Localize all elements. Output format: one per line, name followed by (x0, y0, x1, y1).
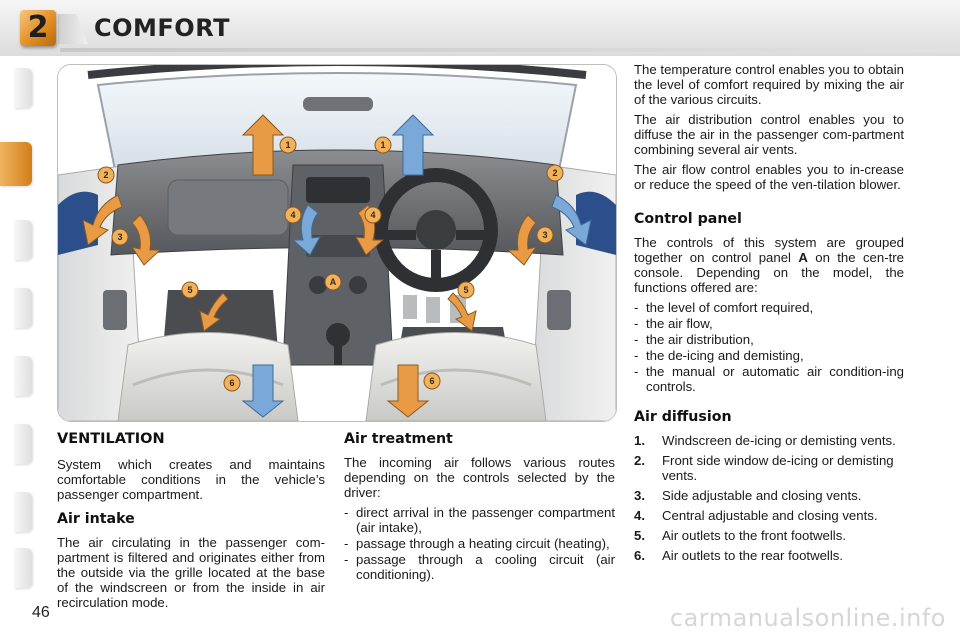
item-number: 5. (634, 528, 645, 543)
chapter-title: COMFORT (94, 14, 230, 42)
marker-2-left-label: 2 (103, 170, 108, 180)
item-text: Air outlets to the front footwells. (662, 528, 846, 543)
chapter-tab-8[interactable] (14, 548, 32, 588)
rear-view-mirror (303, 97, 373, 111)
control-panel-text-after: on the cen-tre console. Depending on the… (634, 250, 904, 295)
marker-5-right (457, 281, 475, 299)
marker-2-right-label: 2 (552, 168, 557, 178)
marker-a-label: A (330, 277, 337, 287)
air-flow-text: The air flow control enables you to in-c… (634, 162, 904, 192)
control-panel-functions-list: the level of comfort required, the air f… (634, 300, 904, 394)
list-item: the de-icing and demisting, (634, 348, 904, 363)
header-rule (60, 48, 960, 52)
chapter-tab-2-active[interactable] (0, 142, 32, 186)
marker-6-left (223, 374, 241, 392)
marker-3-left (111, 228, 129, 246)
air-diffusion-list: 1. Windscreen de-icing or demisting vents… (634, 433, 904, 563)
list-item: passage through a cooling circuit (air c… (344, 552, 615, 582)
chapter-badge: 2 (20, 10, 56, 46)
item-number: 4. (634, 508, 645, 523)
control-panel-text-before: The controls of this system are grouped … (634, 235, 904, 265)
marker-4-right-label: 4 (370, 210, 375, 220)
watermark: carmanualsonline.info (669, 604, 946, 632)
chapter-tab-1[interactable] (14, 68, 32, 108)
marker-1-right-label: 1 (380, 140, 385, 150)
airflow-arrows (82, 114, 592, 418)
item-text: Air outlets to the rear footwells. (662, 548, 844, 563)
list-item: 1. Windscreen de-icing or demisting vents… (634, 433, 904, 448)
marker-1-right (374, 136, 392, 154)
page-number: 46 (32, 604, 50, 621)
title-wedge (58, 14, 88, 44)
air-intake-title: Air intake (57, 511, 135, 527)
list-item: passage through a heating circuit (heati… (344, 536, 615, 551)
item-number: 6. (634, 548, 645, 563)
air-treatment-column: Air treatment The incoming air follows v… (344, 432, 615, 583)
air-treatment-intro: The incoming air follows various routes … (344, 455, 615, 500)
ventilation-intro: System which creates and maintains comfo… (57, 457, 325, 502)
marker-6-left-label: 6 (229, 378, 234, 388)
chapter-tab-3[interactable] (14, 220, 32, 260)
temperature-control-text: The temperature control enables you to o… (634, 62, 904, 107)
marker-3-right (536, 226, 554, 244)
interior-ventilation-illustration: 1 1 2 2 3 3 4 4 5 5 6 6 A (57, 64, 617, 422)
marker-4-right (364, 206, 382, 224)
list-item: 4. Central adjustable and closing vents. (634, 508, 904, 523)
list-item: the air flow, (634, 316, 904, 331)
list-item: direct arrival in the passenger compartm… (344, 505, 615, 535)
marker-6-right-label: 6 (429, 376, 434, 386)
item-number: 1. (634, 433, 645, 448)
list-item: the manual or automatic air condition-in… (634, 364, 904, 394)
control-panel-text: The controls of this system are grouped … (634, 235, 904, 295)
marker-a-control-panel (324, 273, 342, 291)
list-item: the level of comfort required, (634, 300, 904, 315)
page-header: 2 COMFORT (0, 0, 960, 56)
marker-4-left-label: 4 (290, 210, 295, 220)
air-intake-text: The air circulating in the passenger com… (57, 535, 325, 610)
item-text: Side adjustable and closing vents. (662, 488, 862, 503)
list-item: 3. Side adjustable and closing vents. (634, 488, 904, 503)
air-treatment-list: direct arrival in the passenger compartm… (344, 505, 615, 582)
ventilation-title: VENTILATION (57, 431, 165, 447)
marker-5-left (181, 281, 199, 299)
chapter-tab-5[interactable] (14, 356, 32, 396)
air-treatment-title: Air treatment (344, 431, 453, 447)
marker-2-left (97, 166, 115, 184)
marker-5-right-label: 5 (463, 285, 468, 295)
right-column: The temperature control enables you to o… (634, 62, 904, 568)
marker-2-right (546, 164, 564, 182)
ventilation-column: VENTILATION System which creates and mai… (57, 432, 325, 615)
marker-1-left-label: 1 (285, 140, 290, 150)
control-panel-title: Control panel (634, 211, 742, 227)
marker-5-left-label: 5 (187, 285, 192, 295)
list-item: 6. Air outlets to the rear footwells. (634, 548, 904, 563)
item-number: 2. (634, 453, 645, 468)
list-item: the air distribution, (634, 332, 904, 347)
item-number: 3. (634, 488, 645, 503)
marker-6-right (423, 372, 441, 390)
marker-3-right-label: 3 (542, 230, 547, 240)
air-diffusion-title: Air diffusion (634, 409, 732, 425)
chapter-tabs (0, 60, 34, 588)
marker-3-left-label: 3 (117, 232, 122, 242)
item-text: Central adjustable and closing vents. (662, 508, 878, 523)
control-panel-a-label: A (798, 250, 808, 265)
list-item: 5. Air outlets to the front footwells. (634, 528, 904, 543)
list-item: 2. Front side window de-icing or demistin… (634, 453, 904, 483)
item-text: Front side window de-icing or demisting … (662, 453, 894, 483)
chapter-tab-6[interactable] (14, 424, 32, 464)
interior-diagram: 1 1 2 2 3 3 4 4 5 5 6 6 A (58, 65, 616, 421)
chapter-tab-4[interactable] (14, 288, 32, 328)
marker-1-left (279, 136, 297, 154)
chapter-tab-7[interactable] (14, 492, 32, 532)
air-distribution-text: The air distribution control enables you… (634, 112, 904, 157)
item-text: Windscreen de-icing or demisting vents. (662, 433, 896, 448)
marker-4-left (284, 206, 302, 224)
